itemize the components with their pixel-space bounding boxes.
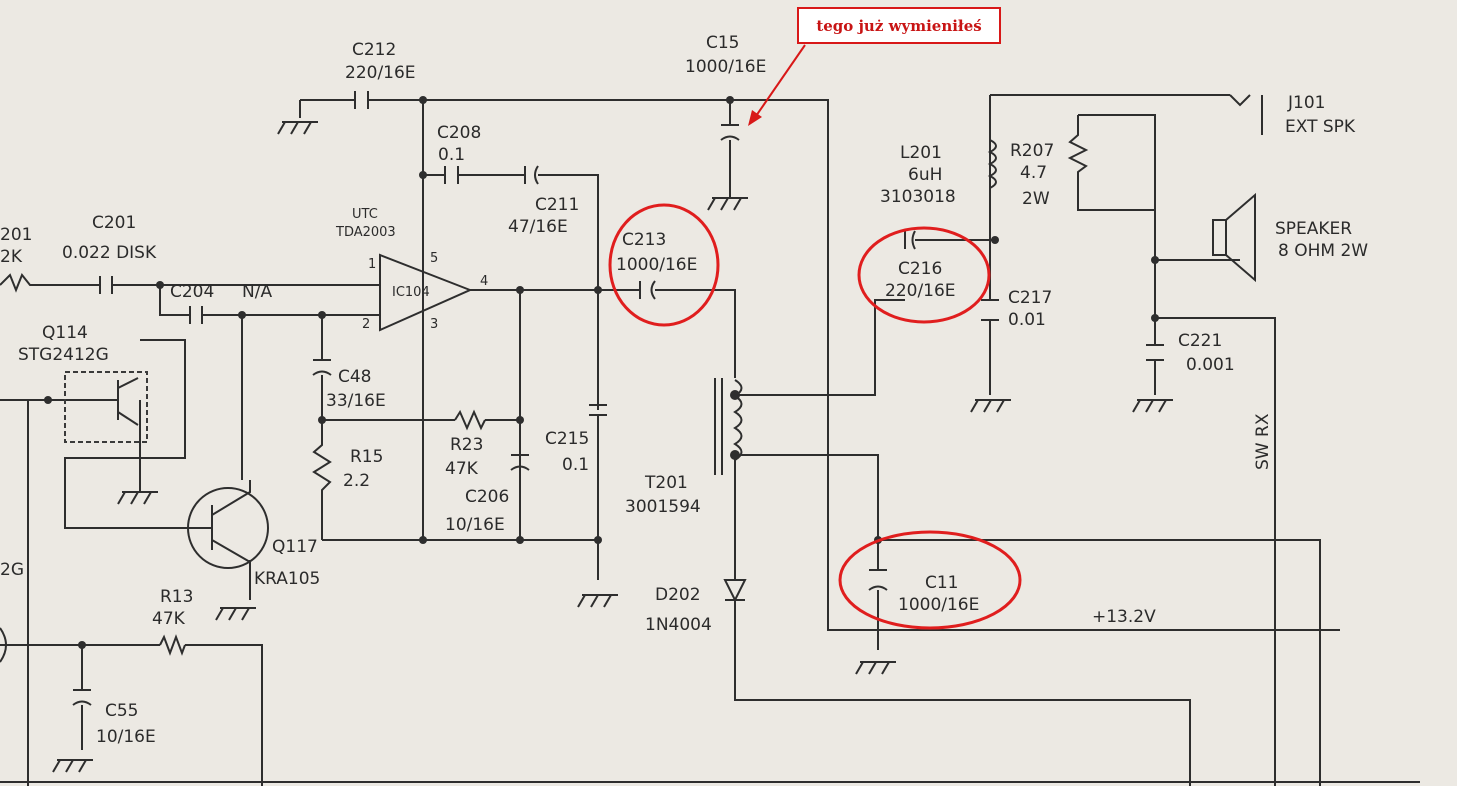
- symbols: [0, 91, 1263, 706]
- annotation-note-box: [797, 7, 1001, 44]
- c213-ref: C213: [622, 230, 666, 250]
- ic104-type: UTC: [352, 207, 378, 222]
- c211-value: 47/16E: [508, 217, 568, 237]
- ic104-ref: IC104: [392, 285, 430, 300]
- c221-ref: C221: [1178, 331, 1222, 351]
- supply-label: +13.2V: [1092, 607, 1156, 627]
- l201-part: 3103018: [880, 187, 956, 207]
- c221-value: 0.001: [1186, 355, 1235, 375]
- c48-value: 33/16E: [326, 391, 386, 411]
- c206-ref: C206: [465, 487, 509, 507]
- opamp-ic104-symbol: [379, 253, 473, 332]
- highlight-circle-c11: [838, 530, 1022, 630]
- l201-ref: L201: [900, 143, 942, 163]
- grounds: [52, 121, 1173, 773]
- speaker-label: SPEAKER: [1275, 219, 1352, 239]
- r23-value: 47K: [445, 459, 479, 479]
- c11-value: 1000/16E: [898, 595, 979, 615]
- r15-ref: R15: [350, 447, 383, 467]
- d202-ref: D202: [655, 585, 701, 605]
- highlight-circle-c216: [857, 226, 991, 324]
- ic104-part: TDA2003: [335, 225, 396, 240]
- ic104-pin-5: 5: [430, 251, 438, 266]
- highlight-circle-c213: [608, 203, 720, 327]
- c55-ref: C55: [105, 701, 139, 721]
- j101-label: EXT SPK: [1285, 117, 1356, 137]
- c215-value: 0.1: [562, 455, 589, 475]
- j101-ref: J101: [1287, 93, 1325, 113]
- c206-value: 10/16E: [445, 515, 505, 535]
- r201-ref: 201: [0, 225, 32, 245]
- labels: C212 220/16E C15 1000/16E C208 0.1 C211 …: [0, 33, 1368, 747]
- ic104-pin-3: 3: [430, 317, 438, 332]
- annotation-arrowhead: [748, 110, 762, 126]
- junctions: [44, 96, 1159, 649]
- ic104-pin-2: 2: [362, 317, 370, 332]
- speaker-spec: 8 OHM 2W: [1278, 241, 1368, 261]
- d202-part: 1N4004: [645, 615, 712, 635]
- l201-value: 6uH: [908, 165, 942, 185]
- c217-value: 0.01: [1008, 310, 1046, 330]
- annotation-arrow-line: [755, 44, 806, 117]
- c212-ref: C212: [352, 40, 396, 60]
- wires: [0, 94, 1420, 786]
- ic104-pin-1: 1: [368, 257, 376, 272]
- c211-ref: C211: [535, 195, 579, 215]
- c201-ref: C201: [92, 213, 136, 233]
- c215-ref: C215: [545, 429, 589, 449]
- c15-ref: C15: [706, 33, 740, 53]
- c213-value: 1000/16E: [616, 255, 697, 275]
- r207-value: 4.7: [1020, 163, 1047, 183]
- q117-ref: Q117: [272, 537, 318, 557]
- annotations: tego już wymieniłeś: [608, 7, 1022, 630]
- t201-ref: T201: [644, 473, 688, 493]
- r201-value: 2K: [0, 247, 23, 267]
- sw-rx-label: SW RX: [1253, 413, 1273, 470]
- q114-part: STG2412G: [18, 345, 109, 365]
- c204-ref: C204: [170, 282, 214, 302]
- c212-value: 220/16E: [345, 63, 416, 83]
- c208-value: 0.1: [438, 145, 465, 165]
- q117-part: KRA105: [254, 569, 320, 589]
- r13-value: 47K: [152, 609, 186, 629]
- c204-value: N/A: [242, 282, 272, 302]
- c15-value: 1000/16E: [685, 57, 766, 77]
- c216-value: 220/16E: [885, 281, 956, 301]
- c201-value: 0.022 DISK: [62, 243, 157, 263]
- annotation-note-text: tego już wymieniłeś: [816, 17, 981, 35]
- r13-ref: R13: [160, 587, 193, 607]
- r207-rating: 2W: [1022, 189, 1050, 209]
- q114-ref: Q114: [42, 323, 88, 343]
- c208-ref: C208: [437, 123, 481, 143]
- c11-ref: C11: [925, 573, 959, 593]
- c216-ref: C216: [898, 259, 942, 279]
- r23-ref: R23: [450, 435, 483, 455]
- left-2g-label: 2G: [0, 560, 24, 580]
- c48-ref: C48: [338, 367, 372, 387]
- r207-ref: R207: [1010, 141, 1054, 161]
- c55-value: 10/16E: [96, 727, 156, 747]
- r15-value: 2.2: [343, 471, 370, 491]
- t201-part: 3001594: [625, 497, 701, 517]
- c217-ref: C217: [1008, 288, 1052, 308]
- ic104-pin-4: 4: [480, 274, 488, 289]
